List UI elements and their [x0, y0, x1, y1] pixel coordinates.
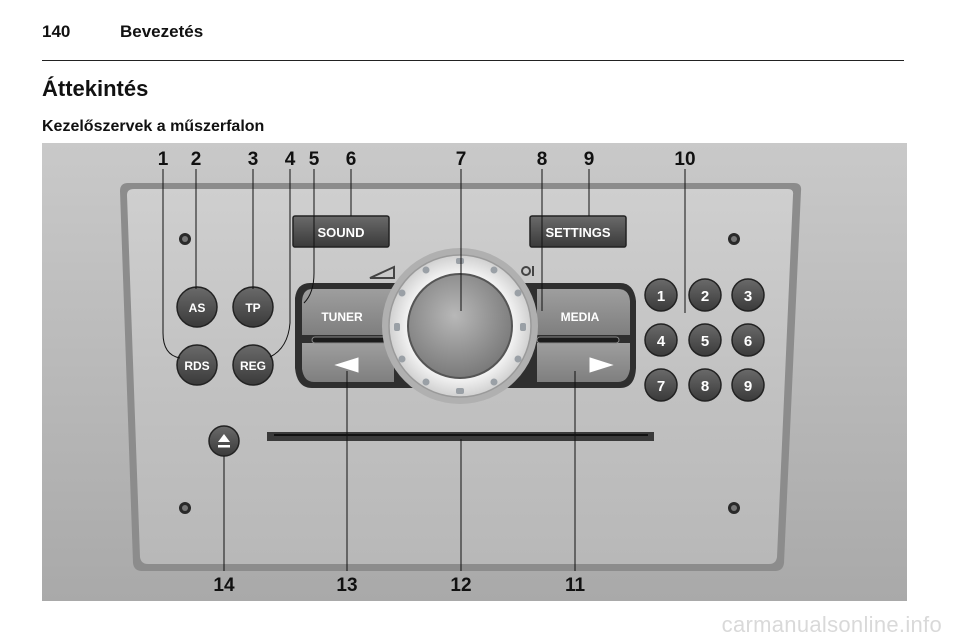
- page-title: Áttekintés: [42, 76, 149, 101]
- power-icon: [521, 266, 534, 276]
- callout-numbers: 1 2 3 4 5 6 7 8 9 10 11 12 13 14: [158, 149, 696, 596]
- multifunction-knob[interactable]: [407, 273, 513, 379]
- preset-label: 3: [744, 288, 752, 305]
- callout-3: 3: [248, 149, 259, 170]
- callout-5: 5: [309, 149, 320, 170]
- preset-label: 8: [701, 378, 709, 395]
- seek-left-icon: [334, 357, 359, 373]
- as-button[interactable]: AS: [176, 286, 218, 328]
- callout-12: 12: [450, 575, 471, 596]
- tp-button-label: TP: [245, 301, 260, 315]
- callout-14: 14: [213, 575, 235, 596]
- watermark-footer: carmanualsonline.info: [721, 612, 942, 637]
- tuner-slider: [311, 336, 395, 344]
- preset-button-5[interactable]: 5: [688, 323, 722, 357]
- settings-button-label: SETTINGS: [545, 225, 610, 240]
- preset-button-4[interactable]: 4: [644, 323, 678, 357]
- rds-button-label: RDS: [184, 359, 209, 373]
- page-number: 140: [42, 22, 71, 41]
- callout-2: 2: [191, 149, 202, 170]
- callout-8: 8: [537, 149, 548, 170]
- callout-10: 10: [674, 149, 695, 170]
- preset-label: 2: [701, 288, 709, 305]
- preset-button-7[interactable]: 7: [644, 368, 678, 402]
- tuner-button[interactable]: TUNER: [302, 289, 394, 335]
- as-button-label: AS: [189, 301, 206, 315]
- seek-right-button[interactable]: [537, 343, 630, 382]
- seek-left-button[interactable]: [302, 343, 394, 382]
- eject-icon-bar: [218, 445, 230, 448]
- reg-button[interactable]: REG: [232, 344, 274, 386]
- media-slider: [536, 336, 620, 344]
- page-header: 140 Bevezetés: [42, 22, 203, 42]
- callout-4: 4: [285, 149, 296, 170]
- tuner-button-label: TUNER: [321, 310, 363, 324]
- media-button[interactable]: MEDIA: [537, 289, 630, 335]
- seek-right-icon: [589, 357, 614, 373]
- callout-13: 13: [336, 575, 357, 596]
- preset-buttons: 1 2 3 4 5 6 7 8 9: [644, 278, 765, 402]
- mounting-screws: [179, 233, 740, 514]
- radio-panel-figure: SOUND SETTINGS TUNER MEDIA: [42, 143, 907, 601]
- sound-button[interactable]: SOUND: [292, 215, 390, 248]
- callout-6: 6: [346, 149, 357, 170]
- callout-1: 1: [158, 149, 169, 170]
- preset-button-9[interactable]: 9: [731, 368, 765, 402]
- callout-11: 11: [565, 575, 586, 596]
- preset-button-8[interactable]: 8: [688, 368, 722, 402]
- preset-button-6[interactable]: 6: [731, 323, 765, 357]
- settings-button[interactable]: SETTINGS: [529, 215, 627, 248]
- preset-label: 7: [657, 378, 665, 395]
- media-button-label: MEDIA: [561, 310, 600, 324]
- preset-button-3[interactable]: 3: [731, 278, 765, 312]
- callout-leaders: [162, 169, 686, 571]
- preset-button-1[interactable]: 1: [644, 278, 678, 312]
- preset-label: 1: [657, 288, 665, 305]
- callout-7: 7: [456, 149, 467, 170]
- eject-button[interactable]: [208, 425, 240, 457]
- header-rule: [42, 60, 904, 61]
- volume-icon: [369, 265, 395, 279]
- page-subtitle: Kezelőszervek a műszerfalon: [42, 118, 265, 135]
- preset-label: 4: [657, 333, 666, 350]
- eject-icon: [218, 434, 230, 442]
- reg-button-label: REG: [240, 359, 266, 373]
- sound-button-label: SOUND: [318, 225, 365, 240]
- rds-button[interactable]: RDS: [176, 344, 218, 386]
- tp-button[interactable]: TP: [232, 286, 274, 328]
- knob-ring-indicators: [394, 258, 526, 394]
- preset-label: 9: [744, 378, 752, 395]
- section-title: Bevezetés: [120, 22, 204, 41]
- preset-button-2[interactable]: 2: [688, 278, 722, 312]
- preset-label: 5: [701, 333, 709, 350]
- callout-9: 9: [584, 149, 595, 170]
- preset-label: 6: [744, 333, 752, 350]
